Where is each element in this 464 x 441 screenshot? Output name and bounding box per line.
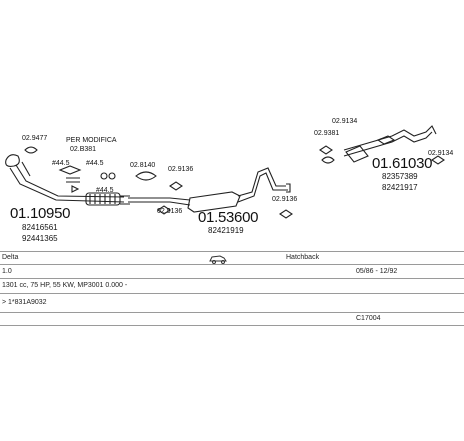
spacer-label-2: #44.5: [86, 160, 104, 167]
exhaust-diagram: 02.9477 PER MODIFICA 02.B381 #44.5 #44.5…: [5, 118, 454, 243]
vehicle-engine: 1.0: [2, 268, 12, 275]
front-pipe-drawing: [5, 154, 130, 206]
main-part-middle-number: 01.53600: [198, 209, 259, 226]
main-part-rear-ref1: 82357389: [382, 172, 418, 181]
part-number-9136-c: 02.9136: [272, 196, 298, 203]
per-modifica-title: PER MODIFICA: [66, 137, 117, 144]
vehicle-spec: 1301 cc, 75 HP, 55 KW, MP3001 0.000 -: [2, 282, 128, 289]
spacer-label-3: #44.5: [96, 187, 114, 194]
table-rule-1: [0, 251, 464, 252]
table-rule-2: [0, 264, 464, 265]
table-rule-4: [0, 293, 464, 294]
main-part-middle-ref: 82421919: [208, 226, 244, 235]
middle-silencer-drawing: [128, 167, 291, 213]
part-number-9477: 02.9477: [22, 135, 48, 142]
vehicle-body-type: Hatchback: [286, 254, 320, 261]
part-number-9134-b: 02.9134: [428, 150, 454, 157]
main-part-rear-ref2: 82421917: [382, 183, 418, 192]
spacer-label-1: #44.5: [52, 160, 70, 167]
table-rule-6: [0, 325, 464, 326]
part-number-9136-a: 02.9136: [168, 166, 194, 173]
exhaust-drawing: [5, 125, 445, 219]
rear-silencer-drawing: [343, 125, 437, 163]
vehicle-model: Delta: [2, 254, 19, 261]
part-number-9136-b: 02.9136: [157, 208, 183, 215]
car-icon: [208, 252, 228, 264]
part-number-9381: 02.9381: [314, 130, 340, 137]
part-number-9134-a: 02.9134: [332, 118, 358, 125]
main-part-rear-number: 01.61030: [372, 155, 433, 172]
spacer-parts-drawing: [58, 165, 116, 193]
part-number-8140: 02.8140: [130, 162, 156, 169]
table-rule-5: [0, 312, 464, 313]
main-part-front-number: 01.10950: [10, 205, 71, 222]
main-part-front-ref1: 82416561: [22, 223, 58, 232]
vehicle-chassis: > 1*831A9032: [2, 299, 47, 306]
table-rule-3: [0, 278, 464, 279]
catalog-code: C17004: [356, 315, 381, 322]
per-modifica-code: 02.B381: [70, 146, 97, 153]
vehicle-period: 05/86 - 12/92: [356, 268, 398, 275]
main-part-front-ref2: 92441365: [22, 234, 58, 243]
clamp-parts-drawing: [24, 145, 445, 219]
